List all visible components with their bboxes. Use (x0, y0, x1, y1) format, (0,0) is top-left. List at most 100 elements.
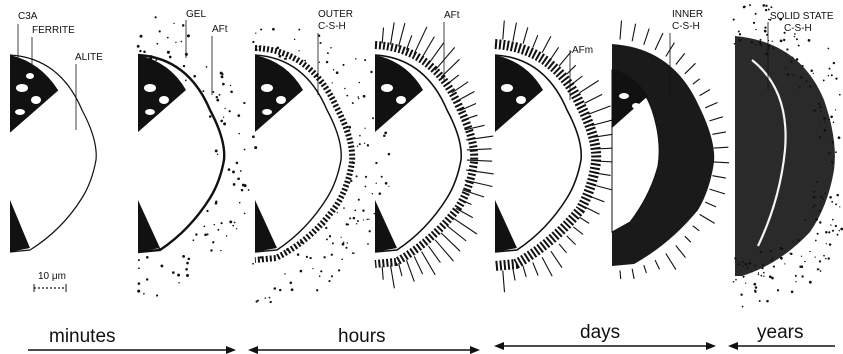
texture-dot (795, 281, 796, 282)
label-ferrite: FERRITE (32, 25, 75, 36)
texture-dot (734, 257, 736, 259)
texture-needle (632, 24, 636, 42)
texture-dot (347, 242, 348, 243)
texture-dot (209, 115, 212, 118)
texture-needle (559, 51, 571, 66)
texture-dot (797, 239, 799, 241)
texture-dot (815, 256, 816, 257)
texture-dot (740, 294, 742, 296)
texture-dot (349, 126, 352, 129)
texture-dot (241, 189, 244, 192)
texture-dot (159, 30, 161, 32)
texture-dot (323, 256, 325, 258)
texture-dot (358, 199, 360, 201)
texture-dot (279, 289, 281, 291)
texture-dot (833, 121, 835, 123)
texture-needle (447, 75, 459, 85)
texture-dot (839, 206, 840, 207)
texture-dot (814, 205, 816, 207)
texture-dot (290, 282, 293, 285)
texture-dot (830, 115, 833, 118)
texture-dot (230, 85, 231, 86)
texture-dot (735, 279, 737, 281)
texture-needle (655, 260, 659, 269)
texture-dot (325, 227, 327, 229)
texture-dot (214, 224, 215, 225)
texture-dot (783, 39, 785, 41)
texture-dot (221, 222, 223, 224)
texture-needle (589, 196, 605, 202)
texture-dot (771, 41, 772, 42)
texture-dot (734, 43, 736, 45)
texture-dot (323, 223, 325, 225)
stage-1-panel: C3A FERRITE ALITE 10 μm (10, 11, 103, 292)
texture-dot (185, 80, 187, 82)
texture-dot (781, 248, 784, 251)
texture-dot (743, 276, 745, 278)
texture-needle (714, 162, 729, 163)
texture-dot (294, 39, 296, 41)
texture-dot (372, 117, 374, 119)
texture-needle (710, 117, 723, 121)
afm-plates (503, 21, 619, 293)
stage-5-panel: AFm (495, 21, 619, 293)
texture-needle (533, 262, 538, 275)
texture-dot (320, 270, 322, 272)
texture-dot (143, 293, 145, 295)
texture-dot (828, 231, 830, 233)
texture-dot (137, 290, 140, 293)
texture-dot (835, 77, 837, 79)
label-outer-csh: C-S-H (318, 21, 346, 32)
texture-dot (790, 253, 792, 255)
texture-dot (363, 95, 366, 98)
texture-dot (792, 74, 794, 76)
texture-dot (831, 74, 833, 76)
texture-dot (356, 175, 358, 177)
texture-dot (816, 181, 818, 183)
texture-dot (823, 255, 825, 257)
texture-needle (435, 240, 453, 261)
texture-dot (805, 80, 807, 82)
texture-needle (429, 246, 441, 263)
texture-needle (513, 269, 515, 280)
texture-dot (384, 132, 387, 135)
texture-dot (754, 265, 756, 267)
texture-dot (787, 73, 790, 76)
texture-dot (352, 161, 354, 163)
texture-dot (839, 94, 841, 96)
texture-dot (828, 257, 830, 259)
texture-dot (279, 55, 282, 58)
texture-needle (382, 267, 383, 280)
texture-dot (815, 85, 816, 86)
texture-dot (761, 267, 763, 269)
texture-dot (813, 191, 815, 193)
timeline-label-hours: hours (338, 326, 386, 347)
texture-dot (796, 59, 798, 61)
texture-dot (216, 99, 219, 102)
texture-dot (744, 6, 746, 8)
texture-dot (173, 23, 174, 24)
texture-dot (182, 255, 185, 258)
texture-dot (755, 44, 757, 46)
timeline-label-days: days (580, 322, 620, 343)
texture-dot (306, 256, 308, 258)
texture-dot (749, 4, 751, 6)
texture-dot (205, 101, 207, 103)
texture-dot (784, 263, 785, 264)
texture-dot (182, 24, 185, 27)
label-gel: GEL (186, 9, 206, 20)
texture-dot (751, 41, 754, 44)
texture-dot (820, 196, 822, 198)
texture-dot (254, 146, 257, 149)
scale-bar-label: 10 μm (38, 271, 66, 282)
texture-dot (331, 254, 333, 256)
texture-dot (298, 50, 299, 51)
texture-dot (329, 235, 331, 237)
texture-dot (761, 275, 763, 277)
stage-3-panel: OUTER C-S-H (252, 9, 390, 303)
texture-dot (351, 180, 353, 182)
texture-dot (771, 277, 774, 280)
texture-dot (216, 96, 218, 98)
texture-needle (542, 36, 551, 53)
texture-needle (700, 90, 710, 96)
